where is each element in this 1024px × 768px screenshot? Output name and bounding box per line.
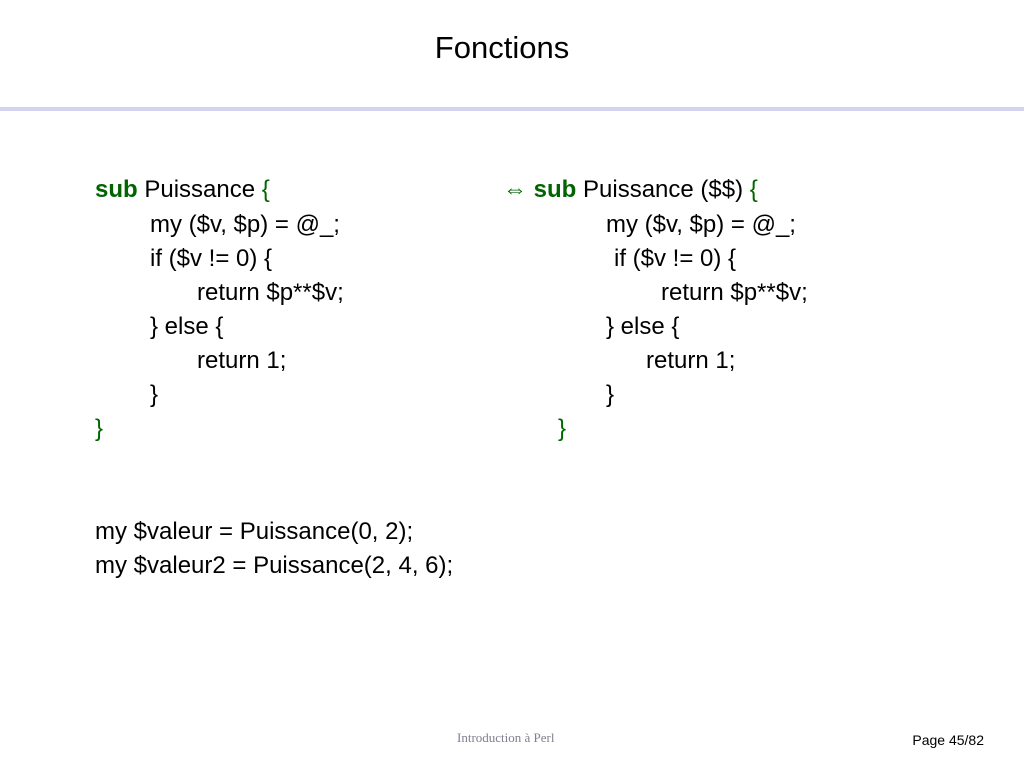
title-divider bbox=[0, 107, 1024, 111]
right-sub-header: ⇔ sub Puissance ($$) { bbox=[503, 175, 758, 205]
left-code-line: } else { bbox=[150, 313, 224, 340]
right-code-line: } else { bbox=[606, 313, 680, 340]
left-code-line: return 1; bbox=[197, 347, 287, 374]
right-sub-name: Puissance ($$) bbox=[576, 176, 750, 203]
left-sub-keyword: sub bbox=[95, 176, 138, 203]
right-code-line: return $p**$v; bbox=[661, 279, 808, 306]
right-open-brace: { bbox=[749, 176, 758, 203]
right-code-line: my ($v, $p) = @_; bbox=[606, 211, 796, 238]
left-code-line: my ($v, $p) = @_; bbox=[150, 211, 340, 238]
right-close-brace: } bbox=[558, 415, 567, 442]
right-code-line: } bbox=[606, 381, 615, 408]
left-code-line: return $p**$v; bbox=[197, 279, 344, 306]
left-sub-header: sub Puissance { bbox=[95, 175, 270, 205]
usage-line: my $valeur2 = Puissance(2, 4, 6); bbox=[95, 552, 454, 579]
usage-line: my $valeur = Puissance(0, 2); bbox=[95, 518, 414, 545]
page-number: Page 45/82 bbox=[912, 732, 984, 748]
left-code-line: } bbox=[150, 381, 159, 408]
right-code-line: if ($v != 0) { bbox=[614, 245, 737, 272]
footer-course-title: Introduction à Perl bbox=[457, 730, 555, 745]
left-open-brace: { bbox=[261, 176, 270, 203]
right-sub-keyword: sub bbox=[533, 176, 577, 203]
equivalence-arrow-icon: ⇔ bbox=[503, 176, 527, 203]
slide-title: Fonctions bbox=[434, 30, 570, 65]
left-sub-name: Puissance bbox=[137, 176, 262, 203]
left-close-brace: } bbox=[95, 415, 104, 442]
left-code-line: if ($v != 0) { bbox=[150, 245, 273, 272]
right-code-line: return 1; bbox=[646, 347, 736, 374]
